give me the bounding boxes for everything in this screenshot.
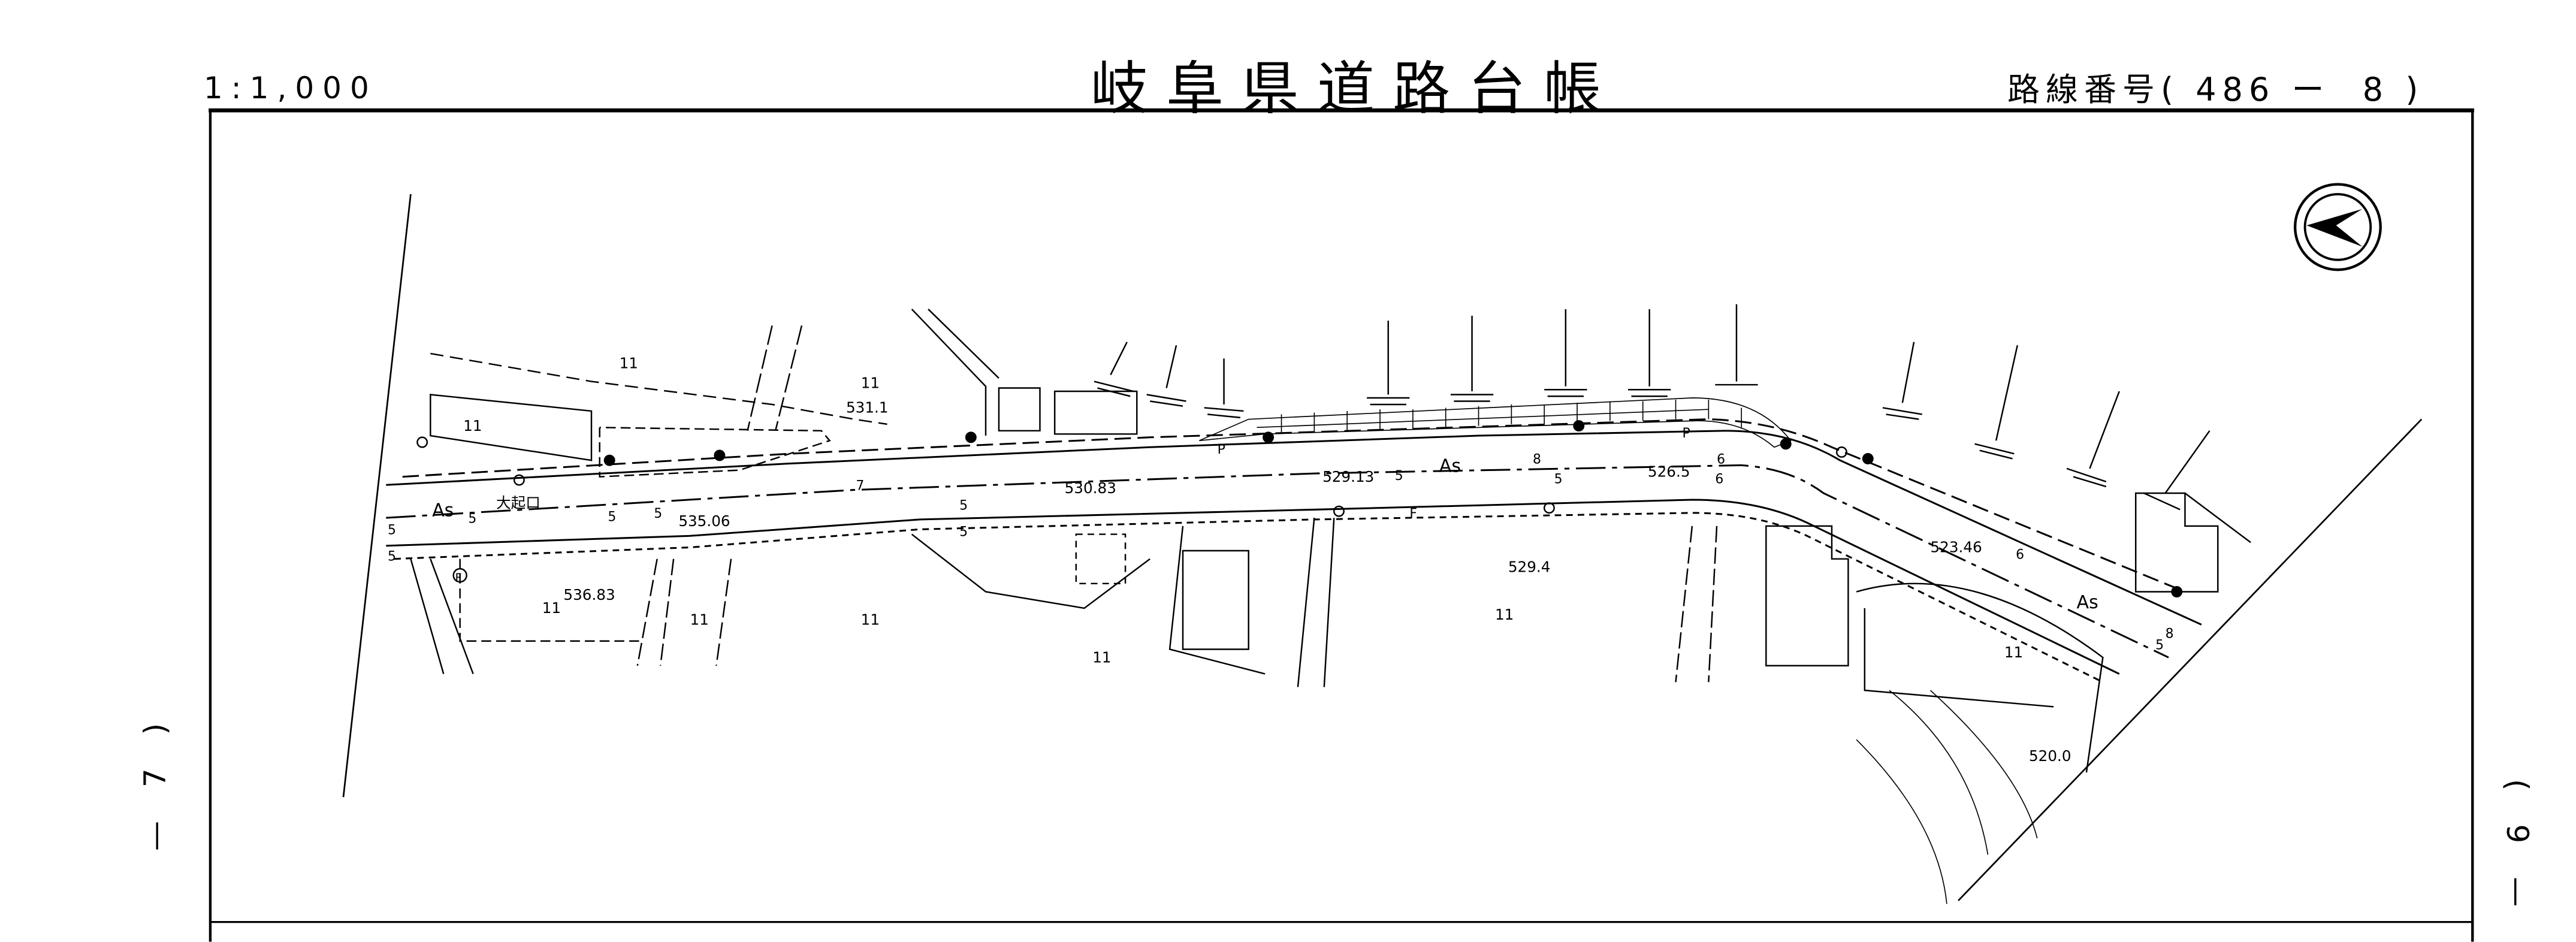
lot-mark: 11 [1495,606,1514,623]
north-arrow-icon [2293,183,2382,271]
lot-mark: 11 [1092,648,1111,666]
elevation-label: 536.83 [563,586,615,603]
route-value: ( 486 ー 8 ) [2161,71,2424,108]
lot-mark: 11 [463,417,482,434]
retaining-wall-hatch [1199,397,1792,448]
sheet-boundary [342,194,2423,901]
width-label: 5 [959,498,968,513]
pavement-label: As [432,500,454,521]
width-label: 5 [388,549,396,564]
symbol-label: F [455,571,461,585]
elevation-label: 530.83 [1065,479,1116,497]
lot-mark: 11 [620,355,638,372]
width-label: 5 [608,510,616,525]
symbol-label: F [1409,506,1417,521]
elevation-label: 529.4 [1508,558,1551,576]
elevation-label: 523.46 [1931,539,1982,556]
lot-mark: 11 [861,375,880,392]
width-label: 6 [1715,472,1723,487]
width-label: 5 [1395,469,1403,484]
map-frame [209,108,2475,942]
width-label: 7 [856,479,864,494]
map-scale: 1:1,000 [204,71,378,105]
place-name: 大起口 [496,494,540,512]
elevation-label: 531.1 [846,399,889,416]
width-label: 5 [1554,472,1563,487]
road-edges [386,418,2202,683]
pavement-label: As [1439,455,1461,476]
pavement-label: As [2077,592,2098,613]
width-label: 8 [2166,626,2174,641]
map-labels: 531.1 530.83 535.06 536.83 529.13 526.5 … [388,355,2173,765]
width-label: 5 [388,523,396,538]
width-label: 5 [468,511,476,526]
width-label: 5 [2155,638,2164,653]
lot-mark: 11 [542,599,561,617]
route-number: 路線番号( 486 ー 8 ) [2007,63,2424,110]
route-label: 路線番号 [2007,71,2161,108]
symbol-label: P [1683,426,1690,441]
elevation-label: 535.06 [678,512,730,530]
elevation-label: 529.13 [1322,468,1374,485]
parcel-lines [410,309,2251,904]
lot-mark: 11 [2004,644,2023,661]
utility-symbols [416,420,2183,597]
lot-mark: 11 [690,611,709,628]
width-label: 5 [654,506,662,521]
slope-symbols [1094,304,2210,511]
width-label: 5 [959,524,968,539]
lot-mark: 11 [861,611,880,628]
width-label: 8 [1533,452,1541,467]
elevation-label: 526.5 [1648,463,1690,481]
symbol-label: P [1218,442,1225,457]
width-label: 6 [2016,548,2024,563]
width-label: 6 [1717,452,1725,467]
elevation-label: 520.0 [2029,747,2071,765]
